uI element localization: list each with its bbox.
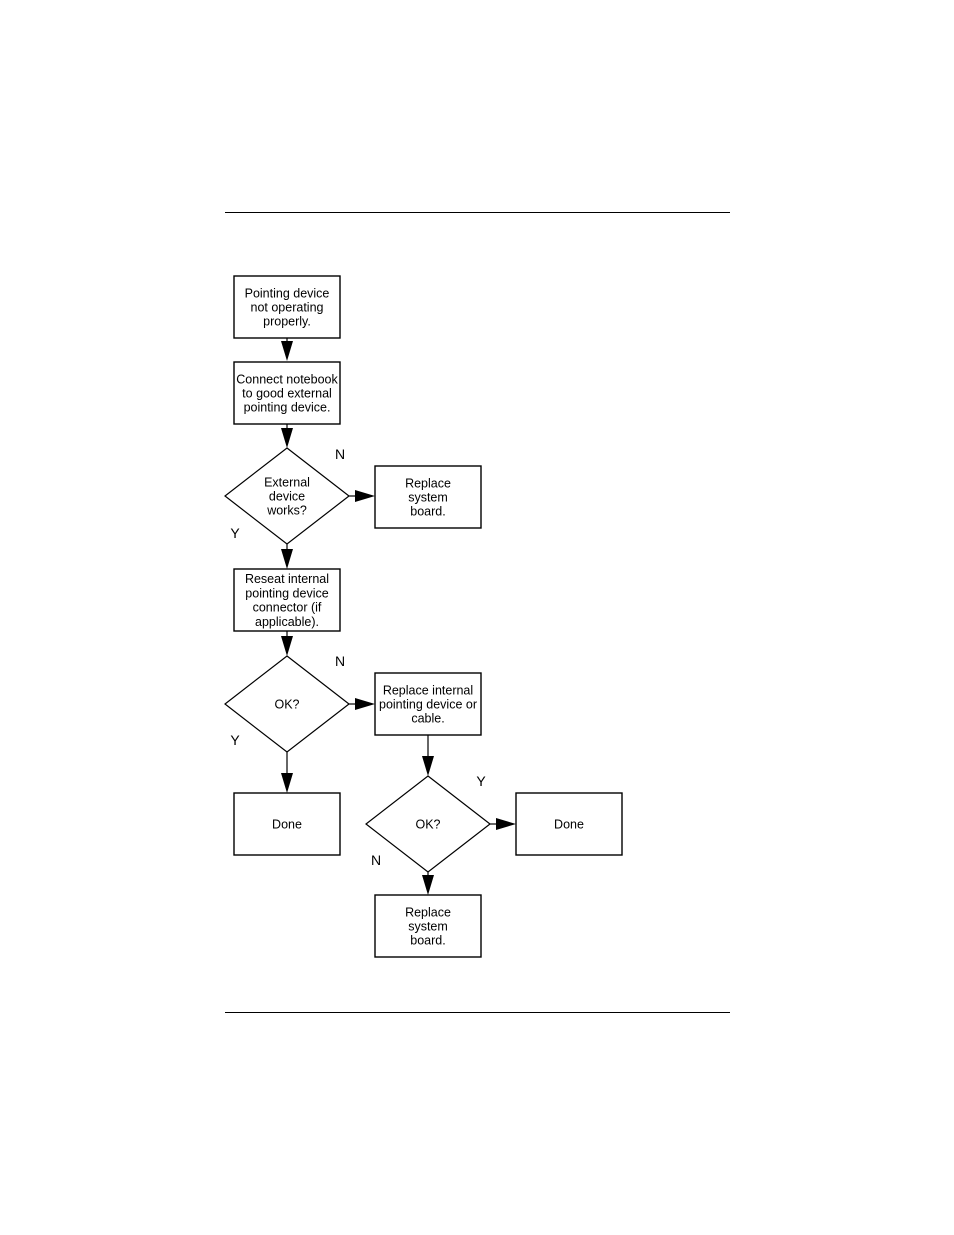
node-text-line: connector (if bbox=[253, 601, 322, 615]
flow-edge-ext-works-to-reseat: Y bbox=[230, 525, 293, 569]
node-text-line: not operating bbox=[251, 301, 324, 315]
node-text-line: OK? bbox=[274, 698, 299, 712]
node-text-line: Replace bbox=[405, 905, 451, 919]
flow-node-ok-1: OK? bbox=[224, 655, 350, 753]
arrowhead-icon bbox=[422, 756, 434, 776]
flow-edge-ext-works-to-replace-board-1: N bbox=[335, 446, 375, 502]
node-text-line: pointing device. bbox=[244, 401, 331, 415]
arrowhead-icon bbox=[281, 341, 293, 361]
arrowhead-icon bbox=[355, 698, 375, 710]
arrowhead-icon bbox=[355, 490, 375, 502]
node-text-line: OK? bbox=[415, 818, 440, 832]
flow-edge-ok-1-to-replace-internal: N bbox=[335, 653, 375, 710]
decision-diamond bbox=[224, 447, 350, 545]
arrowhead-icon bbox=[281, 549, 293, 569]
process-box bbox=[374, 465, 482, 529]
node-text-line: Replace internal bbox=[383, 683, 473, 697]
decision-diamond bbox=[365, 775, 491, 873]
process-box bbox=[233, 792, 341, 856]
flow-node-ok-2: OK? bbox=[365, 775, 491, 873]
branch-label: N bbox=[335, 446, 345, 462]
node-text-line: applicable). bbox=[255, 615, 319, 629]
flow-edge-replace-internal-to-ok-2 bbox=[422, 735, 434, 776]
branch-label: Y bbox=[476, 773, 486, 789]
branch-label: N bbox=[335, 653, 345, 669]
flow-edge-connect-to-ext-works bbox=[281, 424, 293, 448]
node-text-line: pointing device or bbox=[379, 698, 477, 712]
node-text-line: system bbox=[408, 920, 448, 934]
process-box bbox=[374, 672, 482, 736]
flow-edge-start-to-connect bbox=[281, 338, 293, 361]
node-text-line: Reseat internal bbox=[245, 572, 329, 586]
decision-diamond bbox=[224, 655, 350, 753]
header-rule bbox=[225, 212, 730, 213]
flow-edge-ok-2-to-done-2: Y bbox=[476, 773, 516, 830]
node-text-line: Replace bbox=[405, 476, 451, 490]
arrowhead-icon bbox=[281, 636, 293, 656]
process-box bbox=[515, 792, 623, 856]
node-text-line: to good external bbox=[242, 387, 332, 401]
arrowhead-icon bbox=[281, 773, 293, 793]
branch-label: Y bbox=[230, 525, 240, 541]
node-text-line: board. bbox=[410, 934, 445, 948]
branch-label: N bbox=[371, 852, 381, 868]
node-text-line: Done bbox=[272, 818, 302, 832]
node-text-line: works? bbox=[266, 504, 307, 518]
flow-node-done-1: Done bbox=[233, 792, 341, 856]
node-text-line: pointing device bbox=[245, 586, 328, 600]
node-text-line: system bbox=[408, 491, 448, 505]
arrowhead-icon bbox=[496, 818, 516, 830]
process-box bbox=[374, 894, 482, 958]
process-box bbox=[233, 275, 341, 339]
flow-node-done-2: Done bbox=[515, 792, 623, 856]
node-text-line: device bbox=[269, 490, 305, 504]
edges-layer: N Y N Y Y N bbox=[230, 338, 516, 895]
process-box bbox=[233, 568, 341, 632]
branch-label: Y bbox=[230, 732, 240, 748]
node-text-line: Done bbox=[554, 818, 584, 832]
flow-edge-reseat-to-ok-1 bbox=[281, 631, 293, 656]
node-text-line: board. bbox=[410, 505, 445, 519]
node-text-line: Pointing device bbox=[245, 286, 330, 300]
arrowhead-icon bbox=[281, 428, 293, 448]
arrowhead-icon bbox=[422, 875, 434, 895]
node-text-line: External bbox=[264, 475, 310, 489]
node-text-line: Connect notebook bbox=[236, 372, 338, 386]
footer-rule bbox=[225, 1012, 730, 1013]
node-text-line: properly. bbox=[263, 315, 311, 329]
flow-edge-ok-1-to-done-1: Y bbox=[230, 732, 293, 793]
node-text-line: cable. bbox=[411, 712, 444, 726]
process-box bbox=[233, 361, 341, 425]
